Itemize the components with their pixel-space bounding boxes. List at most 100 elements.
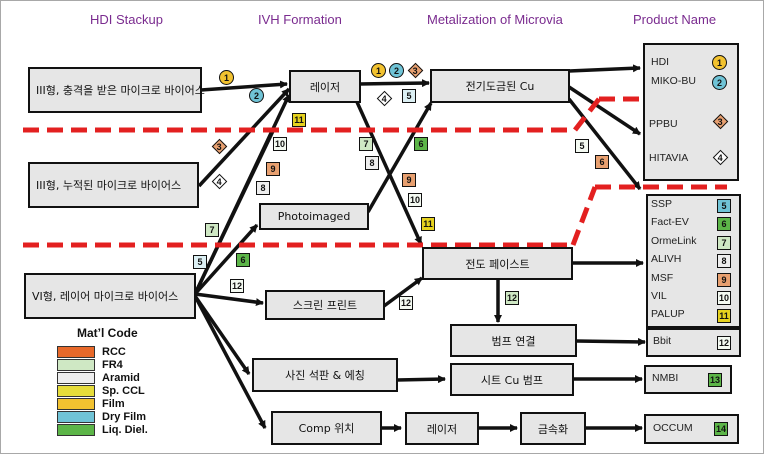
legend-swatch	[57, 358, 95, 371]
product-ppbu: PPBU	[649, 118, 678, 130]
product-nmbi: NMBI	[652, 372, 679, 384]
arrow-platedcu-to-ssp	[567, 97, 642, 191]
arrow-stackup3-to-laser-b	[193, 130, 275, 295]
badge-1-path: 1	[219, 70, 234, 85]
product-fact-ev: Fact-EV	[651, 216, 689, 228]
badge-14-product: 14	[714, 422, 728, 436]
ivh-photo-litho-etch: 사진 석판 & 에칭	[252, 358, 398, 392]
arrow-stackup1-to-laser	[200, 80, 288, 92]
legend-swatch	[57, 384, 95, 397]
legend-title: Mat’l Code	[77, 326, 138, 340]
metal-metalize: 금속화	[520, 412, 586, 445]
product-ssp: SSP	[651, 198, 673, 210]
badge-6-path-a: 6	[236, 253, 250, 267]
product-hitavia: HITAVIA	[649, 152, 689, 164]
product-miko-bu: MIKO-BU	[651, 75, 696, 87]
badge-11-path-a: 11	[292, 113, 306, 127]
product-occum: OCCUM	[653, 422, 693, 434]
arrow-screenprint-to-paste	[382, 276, 424, 308]
legend-swatch	[57, 371, 95, 384]
legend-item-fr4: FR4	[57, 358, 123, 371]
badge-6-path-c: 6	[595, 155, 609, 169]
badge-8-path-a: 8	[256, 181, 270, 195]
badge-10-path-a: 10	[273, 137, 287, 151]
badge-2-product: 2	[712, 75, 727, 90]
badge-6-path-b: 6	[414, 137, 428, 151]
badge-2-path-b: 2	[389, 63, 404, 78]
ivh-comp-position: Comp 위치	[271, 411, 382, 445]
product-bbit: Bbit	[653, 335, 672, 347]
ivh-screen-print: 스크린 프린트	[265, 290, 385, 320]
badge-8-product: 8	[717, 254, 731, 268]
metal-conductive-paste: 전도 페이스트	[422, 247, 573, 280]
badge-9-path-a: 9	[266, 162, 280, 176]
badge-5-path-a: 5	[193, 255, 207, 269]
ivh-photoimaged: Photoimaged	[259, 203, 369, 230]
arrow-photoimaged-to-platedcu	[366, 102, 433, 213]
product-ormelink: OrmeLink	[651, 235, 697, 247]
legend-item-film: Film	[57, 397, 125, 410]
arrow-laser-to-platedcu	[358, 79, 430, 88]
badge-10-product: 10	[717, 291, 731, 305]
badge-2-path: 2	[249, 88, 264, 103]
legend-item-rcc: RCC	[57, 345, 126, 358]
product-palup: PALUP	[651, 308, 685, 320]
badge-12-path-c: 12	[505, 291, 519, 305]
ivh-laser: 레이저	[289, 70, 361, 103]
divider-lower-diag	[570, 186, 598, 246]
arrow-stackup3-to-photolitho	[193, 295, 251, 375]
badge-1-product: 1	[712, 55, 727, 70]
header-product-name: Product Name	[633, 12, 717, 27]
legend-swatch	[57, 423, 95, 436]
arrow-platedcu-to-hdi	[568, 64, 641, 73]
product-vil: VIL	[651, 290, 667, 302]
metal-sheet-cu-bump: 시트 Cu 범프	[450, 363, 574, 396]
stackup-type3-stacked: III형, 누적된 마이크로 바이어스	[28, 162, 199, 208]
badge-9-path-b: 9	[402, 173, 416, 187]
header-hdi-stackup: HDI Stackup	[90, 12, 163, 27]
badge-6-product: 6	[717, 217, 731, 231]
badge-7-path-b: 7	[359, 137, 373, 151]
badge-1-path-b: 1	[371, 63, 386, 78]
badge-8-path-b: 8	[365, 156, 379, 170]
legend-item-liq-diel: Liq. Diel.	[57, 423, 148, 436]
badge-13-product: 13	[708, 373, 722, 387]
metal-bump-connect: 범프 연결	[450, 324, 577, 357]
legend-swatch	[57, 345, 95, 358]
header-metalization: Metalization of Microvia	[427, 12, 563, 27]
badge-7-path-a: 7	[205, 223, 219, 237]
badge-5-path-c: 5	[575, 139, 589, 153]
badge-7-product: 7	[717, 236, 731, 250]
badge-11-product: 11	[717, 309, 731, 323]
product-alivh: ALIVH	[651, 253, 682, 265]
legend-swatch	[57, 410, 95, 423]
product-msf: MSF	[651, 272, 674, 284]
badge-10-path-b: 10	[408, 193, 422, 207]
badge-11-path-b: 11	[421, 217, 435, 231]
arrow-stackup2-to-laser	[197, 87, 291, 188]
badge-12-path-b: 12	[399, 296, 413, 310]
badge-12-path-a: 12	[230, 279, 244, 293]
arrow-platedcu-to-ppbu	[568, 85, 641, 136]
arrow-stackup3-to-photoimaged	[193, 223, 259, 296]
badge-9-product: 9	[717, 273, 731, 287]
legend-swatch	[57, 397, 95, 410]
header-ivh-formation: IVH Formation	[258, 12, 342, 27]
product-panel-middle	[646, 194, 741, 328]
legend-item-sp-ccl: Sp. CCL	[57, 384, 145, 397]
legend-item-aramid: Aramid	[57, 371, 140, 384]
arrow-photolitho-to-sheetcu	[396, 375, 446, 384]
product-hdi: HDI	[651, 56, 670, 68]
divider-upper-diag	[573, 97, 601, 132]
arrow-stackup3-to-screenprint	[194, 292, 264, 307]
badge-5-path-b: 5	[402, 89, 416, 103]
badge-12-product: 12	[717, 336, 731, 350]
stackup-type3-impact: III형, 충격을 받은 마이크로 바이어스	[28, 67, 205, 113]
arrow-bump-to-bbit	[575, 337, 646, 346]
arrow-stackup3-to-comp	[193, 295, 267, 429]
metal-plated-cu: 전기도금된 Cu	[430, 69, 570, 103]
metal-laser: 레이저	[405, 412, 479, 445]
legend-item-dry-film: Dry Film	[57, 410, 146, 423]
